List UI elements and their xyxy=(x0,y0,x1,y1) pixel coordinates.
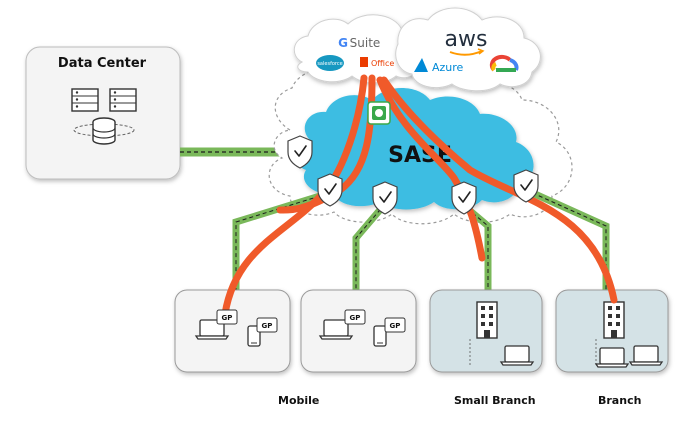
aws-smile-icon xyxy=(449,50,483,56)
branch-devices xyxy=(595,301,663,368)
gp-badges: GP GP GP GP xyxy=(216,309,406,333)
gp-badge: GP xyxy=(390,322,401,330)
building-icon xyxy=(476,301,498,339)
saas-apps-cloud: G Suite salesforce Office aws Azure xyxy=(293,7,541,92)
phone-icon xyxy=(373,325,387,347)
gsuite-word: Suite xyxy=(350,36,381,50)
site-label-mobile: Mobile xyxy=(278,394,320,407)
prisma-tile-icon xyxy=(367,101,391,125)
mobile-box-2 xyxy=(300,289,417,373)
server-rack-icon xyxy=(71,88,137,112)
datacenter-box: Data Center xyxy=(25,46,181,180)
salesforce-word: salesforce xyxy=(317,61,342,67)
laptop-icon xyxy=(595,347,629,368)
datacenter-title: Data Center xyxy=(58,56,147,71)
gsuite-g-logo: G xyxy=(338,36,348,50)
site-label-small-branch: Small Branch xyxy=(454,394,536,407)
aws-logo: aws xyxy=(445,27,488,52)
gp-badge: GP xyxy=(262,322,273,330)
office-word: Office xyxy=(371,59,394,68)
gp-badge: GP xyxy=(350,314,361,322)
site-label-branch: Branch xyxy=(598,394,642,407)
office-icon xyxy=(360,57,368,67)
gp-badge: GP xyxy=(222,314,233,322)
database-icon xyxy=(73,117,135,145)
azure-word: Azure xyxy=(432,61,464,74)
salesforce-logo xyxy=(316,55,344,71)
building-icon xyxy=(603,301,625,339)
small-branch-devices xyxy=(469,301,534,366)
laptop-icon xyxy=(629,345,663,366)
google-cloud-icon xyxy=(489,54,519,72)
laptop-icon xyxy=(500,345,534,366)
azure-icon xyxy=(414,58,428,72)
